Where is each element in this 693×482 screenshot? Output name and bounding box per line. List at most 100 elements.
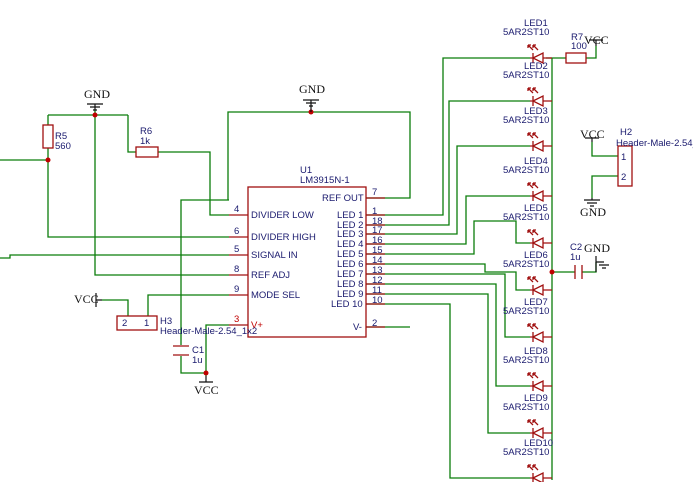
pin-label: LED 3 [337,229,363,240]
led-ref: LED5 [524,203,548,214]
pin-label: LED 5 [337,249,363,260]
led-ref: LED10 [524,438,553,449]
pin-label: LED 4 [337,239,363,250]
c2-value: 1u [570,252,581,263]
header-h2[interactable]: H2 Header-Male-2.54_ 1 2 [616,127,693,187]
r5-value: 560 [55,141,71,152]
gnd-symbol-center: GND [299,82,325,112]
h2-part: Header-Male-2.54_ [616,138,693,149]
pin-num: 13 [372,265,383,276]
led-part: 5AR2ST10 [503,27,549,38]
led-part: 5AR2ST10 [503,447,549,458]
pin-label: MODE SEL [251,290,300,301]
h3-pin2: 2 [122,318,127,329]
pin-label: LED 8 [337,279,363,290]
h3-pin1: 1 [144,318,149,329]
ic-left-pins: 4 DIVIDER LOW 6 DIVIDER HIGH 5 SIGNAL IN… [229,204,316,331]
pin-label: REF OUT [322,193,364,204]
pin-num: 10 [372,295,383,306]
c1-value: 1u [192,355,203,366]
r7-value: 100 [571,41,587,52]
led-part: 5AR2ST10 [503,402,549,413]
pin-num: 18 [372,216,383,227]
pin-num: 16 [372,235,383,246]
pin-label: SIGNAL IN [251,250,298,261]
r6-value: 1k [140,136,150,147]
led-part: 5AR2ST10 [503,355,549,366]
gnd-label: GND [84,87,110,101]
led-ref: LED2 [524,61,548,72]
vcc-label: VCC [74,292,99,306]
pin-label: V- [353,322,362,333]
pin-num: 14 [372,255,383,266]
gnd-label: GND [299,82,325,96]
led-array: LED15AR2ST10LED25AR2ST10LED35AR2ST10LED4… [503,18,553,482]
junctions [45,109,555,376]
pin-label: REF ADJ [251,270,290,281]
capacitor-c1[interactable]: C1 1u [173,345,204,366]
pin-num: 17 [372,225,383,236]
gnd-symbol-left: GND [84,87,110,111]
vcc-symbol-bottom: VCC [194,376,219,397]
pin-label: LED 7 [337,269,363,280]
pin-num: 15 [372,245,383,256]
resistor-r7[interactable]: R7 100 [565,32,587,64]
led-ref: LED7 [524,297,548,308]
ic-right-pins: LED 1 1 LED 2 18 LED 3 17 LED 4 16 LED 5… [331,206,385,333]
vcc-label: VCC [584,33,609,47]
h3-ref: H3 [160,316,172,327]
header-h3[interactable]: 2 1 H3 Header-Male-2.54_1x2 [116,315,257,337]
resistor-r5[interactable]: R5 560 [42,124,71,152]
pin-num: 12 [372,275,383,286]
c1-ref: C1 [192,345,204,356]
gnd-symbol-c2: GND [584,241,610,272]
h2-pin1: 1 [621,152,626,163]
pin-num: 7 [372,187,377,198]
c2-ref: C2 [570,242,582,253]
pin-num: 5 [234,244,239,255]
pin-num: 2 [372,318,377,329]
resistor-r6[interactable]: R6 1k [135,126,159,158]
pin-label: LED 10 [331,299,363,310]
vcc-label: VCC [580,127,605,141]
led-part: 5AR2ST10 [503,306,549,317]
ic-u1[interactable]: U1 LM3915N-1 4 DIVIDER LOW 6 DIVIDER HIG… [229,165,385,338]
vcc-symbol-r7: VCC [584,33,609,47]
pin-label: LED 6 [337,259,363,270]
pin-num: 8 [234,264,239,275]
ic-ref: U1 [300,165,312,176]
led-part: 5AR2ST10 [503,115,549,126]
led-ref: LED3 [524,106,548,117]
led-ref: LED1 [524,18,548,29]
wires [0,46,618,480]
ic-body [247,186,367,338]
h2-pin2: 2 [621,172,626,183]
led-ref: LED9 [524,393,548,404]
ic-part: LM3915N-1 [300,175,350,186]
r6-ref: R6 [140,126,152,137]
pin-num: 4 [234,204,239,215]
led-part: 5AR2ST10 [503,259,549,270]
pin-num: 1 [372,206,377,217]
pin-num: 3 [234,314,239,325]
pin-num: 11 [372,285,382,296]
led-ref: LED6 [524,250,548,261]
pin-label: DIVIDER HIGH [251,232,316,243]
capacitor-c2[interactable]: C2 1u [570,242,583,279]
led-part: 5AR2ST10 [503,70,549,81]
r7-ref: R7 [571,32,583,43]
pin-label: LED 2 [337,220,363,231]
pin-label: LED 1 [337,210,363,221]
r5-ref: R5 [55,131,67,142]
